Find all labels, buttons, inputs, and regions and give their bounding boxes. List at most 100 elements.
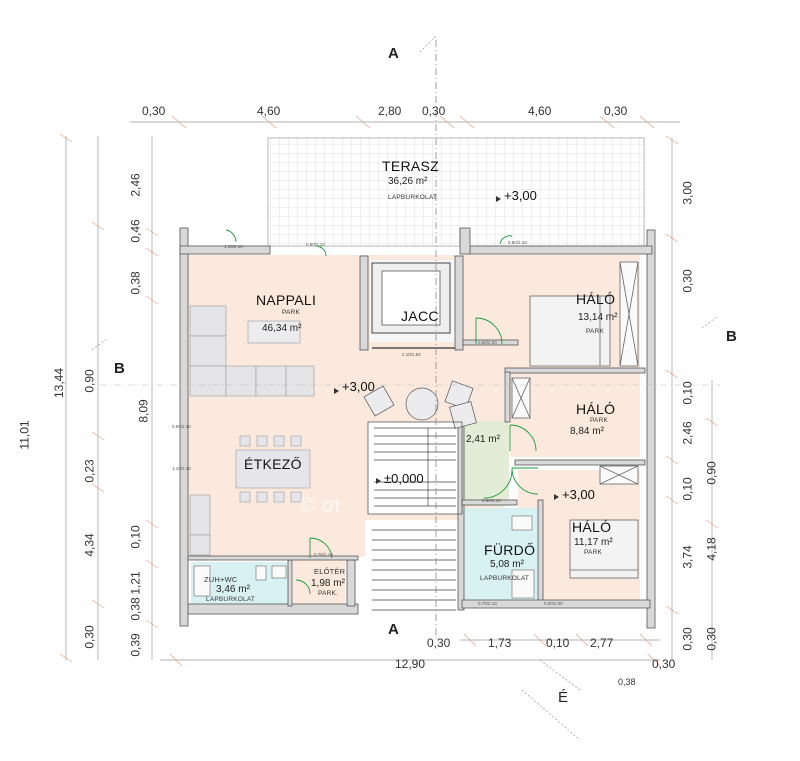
entry-fill [293, 560, 345, 604]
dim-right-0-30c: 0,30 [704, 627, 719, 651]
section-label-b-left: B [114, 360, 125, 377]
door-size-2: 0.80/2.00 [478, 340, 497, 345]
dim-top-6: 0,30 [604, 104, 628, 118]
dim-right-0-10b: 0,10 [680, 477, 695, 501]
doors [225, 229, 539, 595]
dim-top-3: 2,80 [378, 104, 402, 118]
room-hall-area: 2,41 m² [466, 434, 500, 445]
dim-right-0-90: 0,90 [704, 461, 719, 485]
stair-lower [365, 520, 460, 612]
room-furdo-area: 5,08 m² [490, 559, 524, 570]
terrace-tiles [267, 137, 645, 247]
dimension-lines [59, 115, 719, 667]
room-halo1-floor: PARK [586, 328, 605, 335]
kitchen-counters [189, 305, 315, 556]
room-halo2-area: 8,84 m² [570, 426, 604, 437]
dim-right-4-18: 4,18 [704, 537, 719, 561]
dim-left-2-46: 2,46 [128, 173, 143, 197]
level-bedroom: +3,00 [562, 487, 595, 502]
room-furdo-floor: LAPBURKOLAT [480, 575, 530, 582]
dim-top-2: 4,60 [257, 104, 281, 118]
room-eloter-area: 1,98 m² [311, 578, 345, 589]
dim-top-5: 4,60 [528, 104, 552, 118]
dim-left-13-44: 13,44 [52, 367, 67, 399]
bedroom2-fill [510, 372, 640, 457]
dim-left-11-01: 11,01 [17, 420, 32, 450]
room-terasz-floor: LAPBURKOLAT [388, 194, 438, 201]
room-terasz-area: 36,26 m² [388, 176, 428, 187]
north-arrow [521, 689, 581, 741]
room-halo2-floor: PARK [590, 417, 609, 424]
walls [179, 227, 656, 629]
dim-bottom-e: 0,30 [652, 657, 676, 671]
dim-left-0-23: 0,23 [82, 459, 97, 483]
door-size-3: 1.10/2.10 [224, 244, 243, 249]
dim-right-2-46: 2,46 [680, 421, 695, 445]
dim-left-0-10: 0,10 [128, 525, 143, 549]
door-size-1: 2.10/1.53 [402, 352, 421, 357]
room-zuhwc-name: ZUH+WC [204, 575, 238, 584]
dim-right-0-30b: 0,30 [680, 627, 695, 651]
level-markers [334, 196, 559, 500]
door-size-4: 0.80/2.10 [306, 242, 325, 247]
room-halo1-area: 13,14 m² [578, 312, 618, 323]
stairs [367, 421, 463, 611]
room-halo3-area: 11,17 m² [574, 537, 613, 548]
dim-left-0-90: 0,90 [82, 369, 97, 393]
dim-left-1-21: 1,21 [128, 571, 143, 595]
lounge-table [363, 380, 477, 429]
level-living: +3,00 [342, 379, 375, 394]
room-terasz-name: TERASZ [382, 158, 440, 174]
door-size-9: 0.75/2.10 [478, 601, 497, 606]
dim-left-0-46: 0,46 [128, 219, 143, 243]
room-eloter-floor: PARK. [318, 590, 339, 597]
dim-bottom-a: 0,30 [427, 636, 451, 650]
room-eloter-name: ELŐTÉR [314, 567, 346, 576]
dim-right-3-74: 3,74 [680, 545, 695, 569]
dim-bottom-d: 2,77 [590, 636, 614, 650]
room-halo1-name: HÁLÓ [576, 291, 616, 307]
room-halo3-floor: PARK [584, 549, 603, 556]
dim-top-4: 0,30 [422, 104, 446, 118]
room-etkezo-name: ÉTKEZŐ [244, 456, 302, 472]
dim-right-0-10: 0,10 [680, 381, 695, 405]
door-size-8: 0.80/2.00 [544, 601, 563, 606]
dim-left-0-38b: 0,38 [128, 597, 143, 621]
dim-left-0-39: 0,39 [128, 633, 143, 657]
door-size-10: 0.90/2.10 [172, 424, 191, 429]
level-stair: ±0,000 [384, 471, 424, 486]
bathroom-fixtures [193, 515, 535, 599]
dim-top-1: 0,30 [142, 104, 166, 118]
door-size-5: 0.80/2.10 [508, 240, 527, 245]
room-nappali-area: 46,34 m² [262, 323, 302, 334]
dim-right-3-00: 3,00 [680, 181, 695, 205]
dim-right-0-30: 0,30 [680, 269, 695, 293]
room-jacc-name: JACC [401, 308, 439, 324]
room-nappali-floor: PARK [282, 309, 301, 316]
north-label: É [558, 689, 569, 706]
section-label-a-bottom: A [388, 621, 399, 638]
watermark: © ot [300, 495, 341, 517]
room-nappali-name: NAPPALI [256, 292, 317, 308]
stair-fill [368, 422, 462, 514]
dining-table [235, 435, 311, 503]
door-size-11: 1.10/2.10 [172, 466, 191, 471]
level-terrace: +3,00 [504, 188, 537, 203]
dim-left-0-38: 0,38 [128, 271, 143, 295]
room-halo2-name: HÁLÓ [576, 401, 616, 417]
room-zuhwc-area: 3,46 m² [216, 584, 250, 595]
dim-bottom-c: 0,10 [546, 636, 570, 650]
dim-bottom-b: 1,73 [488, 636, 512, 650]
beds [511, 261, 639, 579]
section-label-b-right: B [726, 328, 737, 345]
room-zuhwc-floor: LAPBURKOLAT [206, 596, 256, 603]
section-label-a-top: A [388, 45, 399, 62]
room-furdo-name: FÜRDŐ [484, 542, 536, 558]
door-size-6: 0.80/2.10 [482, 498, 501, 503]
dim-bottom-f: 0,38 [618, 677, 636, 687]
dim-left-8-09: 8,09 [136, 399, 151, 423]
door-size-7: 0.75/2.10 [314, 552, 333, 557]
dim-left-0-30: 0,30 [82, 625, 97, 649]
dim-bottom-total: 12,90 [395, 657, 426, 671]
